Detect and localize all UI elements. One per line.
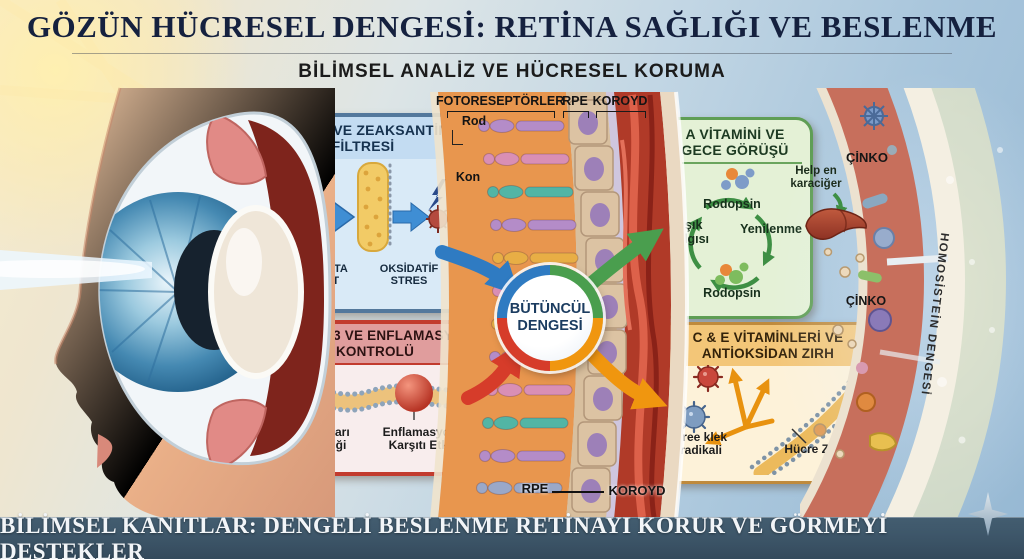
ciliary-body-top (206, 112, 268, 185)
light-beam (0, 250, 152, 290)
rhodopsin-bottom-label: Rodopsin (703, 286, 761, 300)
rod-label: Rod (461, 114, 487, 128)
macular-pigment-band (357, 162, 392, 253)
photoreceptors-bracket (447, 111, 555, 118)
ciliary-body-bottom (206, 399, 268, 464)
lens (208, 205, 304, 379)
zinc-top-label: ÇİNKO (846, 150, 888, 165)
zinc-bottom-label: ÇİNKO (845, 294, 887, 308)
vitamin-a-box-title: A VİTAMİNİ VE GECE GÖRÜŞÜ (668, 120, 802, 165)
rpe-bracket (563, 111, 589, 118)
free-radical-red (692, 365, 724, 393)
footer-banner-text: BİLİMSEL KANITLAR: DENGELİ BESLENME RETİ… (0, 513, 888, 559)
face-profile (0, 87, 335, 517)
inflammation-sphere (395, 374, 433, 413)
rod-pointer (452, 130, 463, 145)
choroid-bracket (596, 111, 646, 118)
liver-icon (805, 192, 867, 240)
page-subtitle: BİLİMSEL ANALİZ VE HÜCRESEL KORUMA (298, 61, 726, 82)
rhodopsin-cycle (688, 168, 776, 293)
choroid-bottom-label: KOROYD (608, 483, 666, 498)
footer-banner: BİLİMSEL KANITLAR: DENGELİ BESLENME RETİ… (0, 513, 1024, 559)
rhodopsin-molecule-bottom (715, 262, 749, 285)
photoreceptors-label: FOTORESEPTÖRLER (436, 94, 565, 108)
right-bands (800, 88, 1006, 517)
rpe-top-label: RPE (562, 94, 588, 108)
rhodopsin-molecule-top (721, 168, 755, 190)
band-cells (856, 102, 898, 452)
rpe-bottom-label: RPE (521, 481, 549, 496)
holistic-balance-label: BÜTÜNCÜL DENGESİ (507, 275, 593, 361)
cone-label: Kon (455, 170, 481, 184)
page-title: GÖZÜN HÜCRESEL DENGESİ: RETİNA SAĞLIĞI V… (26, 9, 998, 44)
choroid-top-label: KOROYD (592, 94, 648, 108)
liver-note-label: Help en karaciğer (790, 165, 842, 190)
stress-label: OKSİDATİF STRES (379, 263, 439, 288)
holistic-balance-hub: BÜTÜNCÜL DENGESİ (497, 265, 603, 371)
title-divider (72, 53, 952, 54)
free-radical-label: Free klek radikali (674, 430, 728, 458)
deflection-arrows (705, 367, 775, 446)
zinc-particles (813, 247, 865, 459)
choroid-pointer-line (552, 491, 604, 493)
rhodopsin-top-label: Rodopsin (703, 197, 761, 211)
small-blue-arrow (392, 202, 430, 233)
